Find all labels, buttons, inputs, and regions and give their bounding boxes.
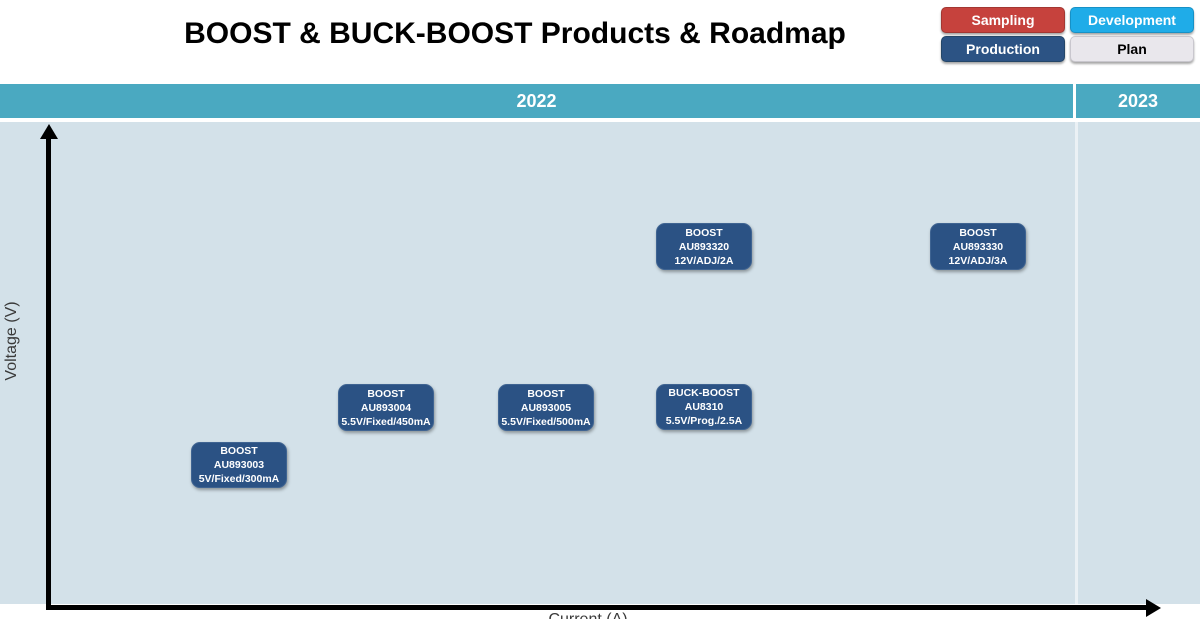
product-part: AU893003 [213, 459, 265, 471]
legend-label-production: Production [966, 41, 1040, 57]
product-type: BOOST [959, 226, 997, 239]
x-axis-line [46, 605, 1148, 610]
year-2022-cell: 2022 [0, 84, 1076, 118]
product-box-au8310: BUCK-BOOST AU8310 5.5V/Prog./2.5A [656, 384, 752, 430]
legend-chip-plan: Plan [1070, 36, 1194, 62]
legend-label-plan: Plan [1117, 41, 1147, 57]
legend-chip-production: Production [941, 36, 1065, 62]
product-box-au893330: BOOST AU893330 12V/ADJ/3A [930, 223, 1026, 270]
product-part: AU893330 [952, 240, 1004, 253]
year-2023-label: 2023 [1117, 90, 1159, 111]
product-part: AU8310 [684, 401, 724, 413]
year-divider-line [1075, 122, 1078, 604]
legend-label-development: Development [1088, 12, 1176, 28]
product-type: BUCK-BOOST [668, 387, 740, 399]
product-spec: 5.5V/Prog./2.5A [665, 415, 743, 427]
y-axis-line [46, 136, 51, 610]
legend-chip-development: Development [1070, 7, 1194, 33]
product-part: AU893004 [360, 401, 412, 414]
year-2022-label: 2022 [516, 90, 557, 111]
product-spec: 5.5V/Fixed/450mA [341, 415, 431, 428]
product-part: AU893005 [520, 401, 572, 414]
product-box-au893005: BOOST AU893005 5.5V/Fixed/500mA [498, 384, 594, 431]
product-type: BOOST [527, 387, 565, 400]
x-axis-arrow-icon [1146, 599, 1161, 617]
product-spec: 5V/Fixed/300mA [198, 473, 280, 485]
product-box-au893320: BOOST AU893320 12V/ADJ/2A [656, 223, 752, 270]
legend-label-sampling: Sampling [971, 12, 1035, 28]
plot-area [0, 122, 1200, 604]
y-axis-label: Voltage (V) [3, 301, 20, 381]
product-type: BOOST [685, 226, 723, 239]
legend-chip-sampling: Sampling [941, 7, 1065, 33]
x-axis-label: Current (A) [488, 611, 688, 619]
year-2023-cell: 2023 [1076, 84, 1200, 118]
page-title: BOOST & BUCK-BOOST Products & Roadmap [184, 17, 846, 50]
product-spec: 12V/ADJ/2A [674, 254, 734, 267]
product-spec: 12V/ADJ/3A [948, 254, 1008, 267]
product-part: AU893320 [678, 240, 730, 253]
product-box-au893003: BOOST AU893003 5V/Fixed/300mA [191, 442, 287, 488]
product-spec: 5.5V/Fixed/500mA [501, 415, 591, 428]
y-axis-arrow-icon [40, 124, 58, 139]
timeline-band: 2022 2023 [0, 84, 1200, 118]
product-type: BOOST [367, 387, 405, 400]
product-type: BOOST [220, 445, 258, 457]
product-box-au893004: BOOST AU893004 5.5V/Fixed/450mA [338, 384, 434, 431]
